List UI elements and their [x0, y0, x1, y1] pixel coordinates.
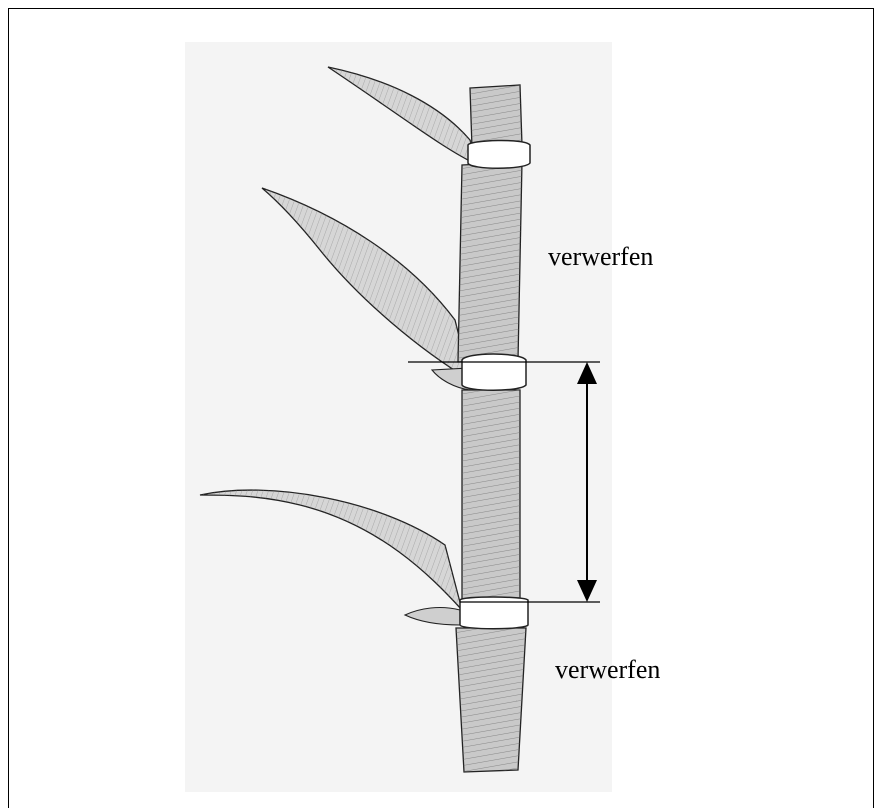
double-headed-arrow-icon: [577, 362, 597, 602]
stem-node-top: [468, 140, 530, 168]
leaf-middle: [262, 188, 470, 390]
stem-node-middle: [462, 354, 526, 390]
leaf-bottom: [200, 490, 462, 625]
label-lower-discard: verwerfen: [555, 655, 660, 685]
leaf-top: [328, 67, 478, 165]
label-upper-discard: verwerfen: [548, 242, 653, 272]
stem: [456, 85, 526, 772]
